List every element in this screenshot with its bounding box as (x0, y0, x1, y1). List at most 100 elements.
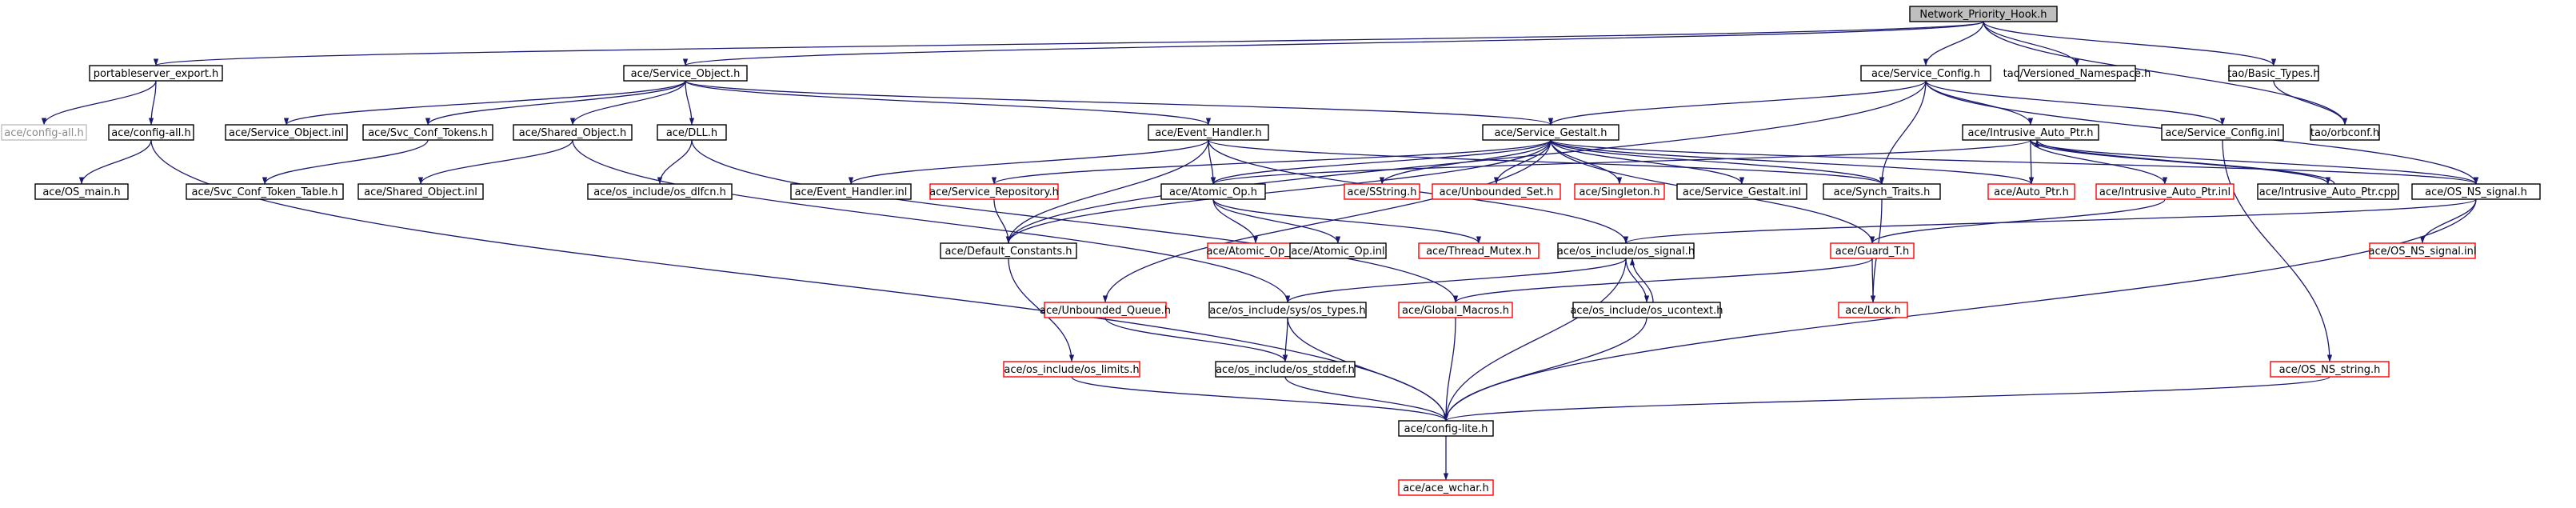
edge-n1-to-n18 (1983, 21, 2348, 126)
node-n50[interactable]: ace/ace_wchar.h (1398, 479, 1494, 496)
node-n31[interactable]: ace/Intrusive_Auto_Ptr.inl (2095, 183, 2235, 200)
node-n46[interactable]: ace/os_include/os_limits.h (1003, 361, 1140, 378)
node-label: ace/Unbounded_Set.h (1440, 186, 1554, 198)
node-label: ace/OS_main.h (42, 186, 120, 198)
node-box (1398, 302, 1513, 318)
node-label: ace/Atomic_Op.inl (1291, 246, 1384, 258)
node-n36[interactable]: ace/Atomic_Op.inl (1289, 242, 1387, 259)
node-n34[interactable]: ace/Default_Constants.h (940, 242, 1077, 259)
node-n14[interactable]: ace/Event_Handler.h (1148, 124, 1269, 141)
edge-n4-to-n16 (1925, 80, 2034, 126)
node-label: ace/SString.h (1348, 186, 1417, 198)
edge-n2-to-n7 (41, 80, 157, 126)
node-n17[interactable]: ace/Service_Config.inl (2161, 124, 2284, 141)
node-n11[interactable]: ace/Svc_Conf_Tokens.h (362, 124, 493, 141)
node-label: ace/Atomic_Op_T.h (1207, 246, 1305, 258)
node-n8[interactable]: ace/config-all.h (108, 124, 194, 141)
node-n40[interactable]: ace/OS_NS_signal.inl (2368, 242, 2477, 259)
edge-n8-to-n49 (150, 139, 1449, 422)
node-n43[interactable]: ace/Global_Macros.h (1398, 302, 1513, 318)
node-box (1962, 124, 2099, 141)
node-n25[interactable]: ace/SString.h (1344, 183, 1420, 200)
node-label: ace/os_include/os_limits.h (1004, 364, 1139, 376)
node-label: ace/Intrusive_Auto_Ptr.inl (2099, 186, 2231, 198)
node-n4[interactable]: ace/Service_Config.h (1860, 65, 1991, 82)
node-label: ace/Default_Constants.h (945, 246, 1072, 258)
node-label: ace/OS_NS_string.h (2279, 364, 2381, 376)
node-n7[interactable]: ace/config-all.h (1, 124, 87, 141)
edge-n32-to-n16 (2034, 139, 2335, 185)
node-box (623, 65, 748, 82)
node-n5[interactable]: tao/Versioned_Namespace.h (2003, 65, 2151, 82)
edge-n8-to-n9 (78, 139, 152, 185)
node-n39[interactable]: ace/Guard_T.h (1830, 242, 1915, 259)
node-n38[interactable]: ace/os_include/os_signal.h (1557, 242, 1695, 259)
node-n29[interactable]: ace/Synch_Traits.h (1823, 183, 1941, 200)
edge-n44-to-n49 (1443, 317, 1647, 422)
node-box (1398, 479, 1494, 496)
node-label: ace/OS_NS_signal.h (2425, 186, 2527, 198)
edge-n39-to-n43 (1453, 258, 1873, 303)
node-n24[interactable]: ace/Atomic_Op.h (1160, 183, 1266, 200)
node-n22[interactable]: ace/Event_Handler.inl (790, 183, 912, 200)
node-n20[interactable]: ace/Shared_Object.inl (357, 183, 484, 200)
node-label: ace/os_include/os_ucontext.h (1570, 305, 1723, 317)
node-n21[interactable]: ace/os_include/os_dlfcn.h (587, 183, 733, 200)
node-n10[interactable]: ace/Service_Object.inl (225, 124, 348, 141)
node-n18[interactable]: tao/orbconf.h (2310, 124, 2380, 141)
node-n41[interactable]: ace/Unbounded_Queue.h (1040, 302, 1171, 318)
edge-n1-to-n6 (1983, 21, 2277, 66)
edge-n15-to-n24 (1210, 139, 1552, 185)
node-box (513, 124, 633, 141)
edge-n16-to-n32 (2030, 139, 2331, 185)
node-n28[interactable]: ace/Service_Gestalt.inl (1676, 183, 1807, 200)
node-n16[interactable]: ace/Intrusive_Auto_Ptr.h (1962, 124, 2099, 141)
node-n42[interactable]: ace/os_include/sys/os_types.h (1208, 302, 1367, 318)
node-box (2411, 183, 2541, 200)
edge-n44-to-n38 (1629, 258, 1654, 303)
node-box (225, 124, 348, 141)
node-label: ace/Service_Repository.h (929, 186, 1059, 198)
node-n27[interactable]: ace/Singleton.h (1574, 183, 1665, 200)
node-box (1676, 183, 1807, 200)
node-label: tao/Versioned_Namespace.h (2003, 68, 2151, 80)
node-box (186, 183, 344, 200)
node-label: ace/Service_Gestalt.inl (1683, 186, 1801, 198)
edge-n4-to-n17 (1925, 80, 2226, 126)
node-n30[interactable]: ace/Auto_Ptr.h (1987, 183, 2075, 200)
node-n12[interactable]: ace/Shared_Object.h (513, 124, 633, 141)
node-label: ace/Atomic_Op.h (1169, 186, 1257, 198)
node-n1[interactable]: Network_Priority_Hook.h (1909, 6, 2058, 22)
node-n23[interactable]: ace/Service_Repository.h (929, 183, 1059, 200)
node-n44[interactable]: ace/os_include/os_ucontext.h (1570, 302, 1723, 318)
node-n2[interactable]: portableserver_export.h (89, 65, 223, 82)
node-box (2310, 124, 2380, 141)
node-box (1860, 65, 1991, 82)
node-n49[interactable]: ace/config-lite.h (1398, 420, 1494, 437)
node-box (1418, 242, 1540, 259)
node-n32[interactable]: ace/Intrusive_Auto_Ptr.cpp (2257, 183, 2399, 200)
edge-n3-to-n10 (284, 80, 686, 126)
edge-n31-to-n39 (1869, 198, 2166, 244)
node-box (1215, 361, 1356, 378)
node-n26[interactable]: ace/Unbounded_Set.h (1432, 183, 1561, 200)
node-n48[interactable]: ace/OS_NS_string.h (2270, 361, 2390, 378)
node-n3[interactable]: ace/Service_Object.h (623, 65, 748, 82)
node-n47[interactable]: ace/os_include/os_stddef.h (1215, 361, 1356, 378)
node-box (2369, 242, 2476, 259)
node-label: ace/Service_Config.h (1871, 68, 1980, 80)
node-n19[interactable]: ace/Svc_Conf_Token_Table.h (186, 183, 344, 200)
node-n15[interactable]: ace/Service_Gestalt.h (1482, 124, 1619, 141)
node-n6[interactable]: tao/Basic_Types.h (2227, 65, 2320, 82)
node-n33[interactable]: ace/OS_NS_signal.h (2411, 183, 2541, 200)
node-n13[interactable]: ace/DLL.h (657, 124, 727, 141)
edge-n1-to-n4 (1923, 21, 1984, 66)
node-box (1003, 361, 1140, 378)
edge-n24-to-n35 (1212, 198, 1259, 244)
node-n35[interactable]: ace/Atomic_Op_T.h (1207, 242, 1305, 259)
node-n9[interactable]: ace/OS_main.h (34, 183, 129, 200)
node-n45[interactable]: ace/Lock.h (1838, 302, 1908, 318)
node-box (1830, 242, 1915, 259)
node-n37[interactable]: ace/Thread_Mutex.h (1418, 242, 1540, 259)
